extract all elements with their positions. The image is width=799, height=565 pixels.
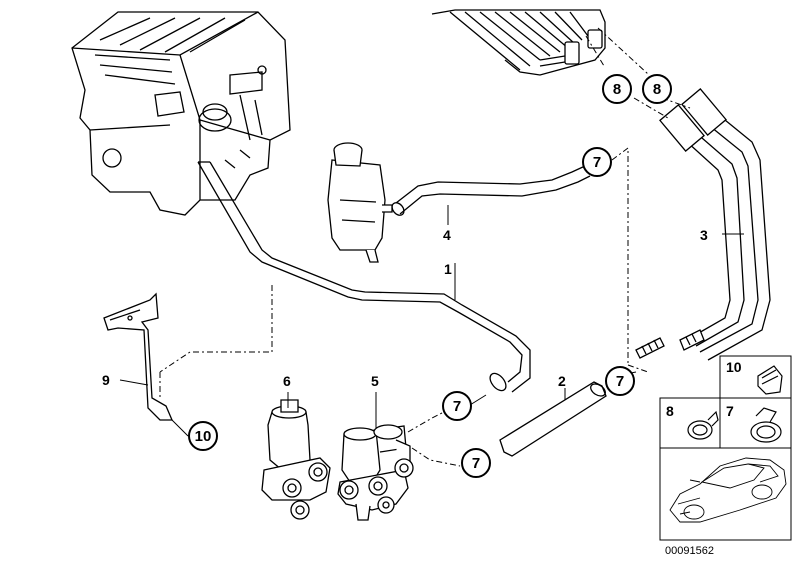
hose-1: [197, 161, 531, 393]
bracket-9: [103, 292, 173, 421]
engine-illustration: [71, 11, 291, 216]
label-valve-5: 5: [371, 373, 379, 389]
label-pump-6: 6: [283, 373, 291, 389]
pump-6: [261, 399, 331, 520]
label-hose-1: 1: [444, 261, 452, 277]
callout-7-right: 7: [605, 366, 635, 396]
valve-5: [337, 424, 414, 521]
label-bracket-9: 9: [102, 372, 110, 388]
svg-text:7: 7: [593, 154, 601, 171]
legend-clip-10: 10: [726, 359, 783, 395]
car-silhouette: [669, 457, 787, 523]
callout-7-bottom: 7: [461, 448, 491, 478]
callout-10: 10: [188, 421, 218, 451]
callouts: 7 7 7 7 8 8 10: [188, 74, 672, 478]
svg-text:8: 8: [613, 81, 621, 98]
svg-text:8: 8: [653, 81, 661, 98]
legend-clamp-8: 8: [666, 403, 719, 440]
svg-text:7: 7: [616, 373, 624, 390]
callout-7-top: 7: [582, 147, 612, 177]
label-hose-4: 4: [443, 227, 451, 243]
label-pipe-3: 3: [700, 227, 708, 243]
pipe-3: [635, 88, 771, 361]
svg-text:10: 10: [726, 359, 742, 375]
svg-text:7: 7: [472, 455, 480, 472]
hose-4: [391, 165, 591, 216]
svg-text:10: 10: [195, 428, 212, 445]
callout-7-mid: 7: [442, 391, 472, 421]
callout-8-b: 8: [642, 74, 672, 104]
heater-core-illustration: [431, 9, 606, 76]
legend-clamp-7: 7: [726, 403, 782, 443]
hose-2: [499, 381, 607, 457]
svg-text:7: 7: [453, 398, 461, 415]
label-hose-2: 2: [558, 373, 566, 389]
leader-lines: [119, 27, 744, 467]
svg-text:7: 7: [726, 403, 734, 419]
part-labels: 1 2 3 4 5 6 9: [102, 227, 708, 389]
svg-text:8: 8: [666, 403, 674, 419]
expansion-tank-illustration: [327, 142, 393, 263]
legend-panel: [659, 355, 792, 541]
callout-8-a: 8: [602, 74, 632, 104]
diagram-id: 00091562: [665, 545, 714, 557]
